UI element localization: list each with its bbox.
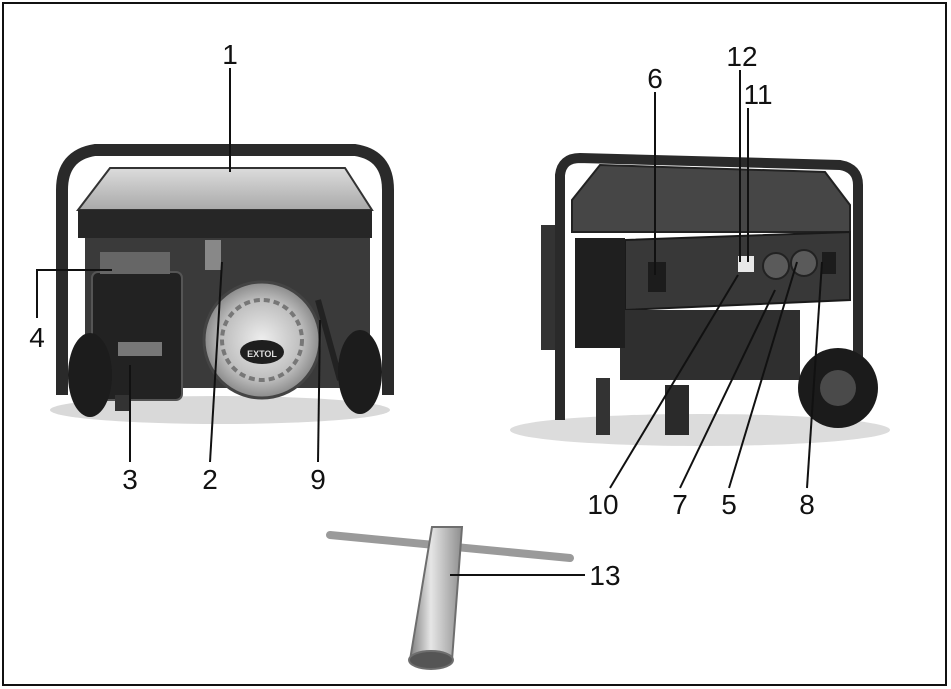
callout-labels: 1 2 3 4 5 6 7 8 9 10 11 12 13 — [29, 39, 815, 591]
callout-8: 8 — [799, 489, 815, 520]
brand-badge-front — [240, 340, 284, 364]
panel-breaker — [822, 252, 836, 274]
leader-8 — [806, 261, 823, 489]
fuel-tank-right — [571, 163, 851, 233]
generator-angled-view — [510, 152, 890, 446]
leader-10 — [609, 274, 739, 489]
callout-7: 7 — [672, 489, 688, 520]
fuel-tank — [75, 167, 374, 211]
leader-4 — [36, 269, 112, 318]
tank-crossbar — [78, 210, 372, 238]
frame-tube-right — [555, 152, 863, 420]
ground-shadow — [50, 396, 390, 424]
recoil-starter-cable — [315, 299, 343, 381]
wrench-socket-end — [408, 650, 454, 670]
callout-10: 10 — [587, 489, 618, 520]
air-filter-right — [575, 238, 625, 348]
panel-switch — [648, 262, 666, 292]
leader-7 — [679, 289, 776, 489]
callout-6: 6 — [647, 63, 663, 94]
carburettor — [100, 252, 170, 274]
choke-lever — [205, 240, 221, 270]
fan-grille — [220, 298, 304, 382]
panel-indicator — [738, 256, 754, 272]
wheel-left — [68, 333, 112, 417]
panel-socket-2 — [790, 249, 818, 277]
leader-5 — [728, 261, 798, 489]
panel-socket-1 — [762, 252, 790, 280]
callout-1: 1 — [222, 39, 238, 70]
callout-4: 4 — [29, 322, 45, 353]
wheel-right — [338, 330, 382, 414]
support-leg — [665, 385, 689, 435]
spark-plug-wrench — [326, 526, 574, 670]
callout-9: 9 — [310, 464, 326, 495]
callout-2: 2 — [202, 464, 218, 495]
leader-2 — [209, 261, 223, 463]
callout-13: 13 — [589, 560, 620, 591]
callout-5: 5 — [721, 489, 737, 520]
leader-lines — [36, 68, 823, 576]
frame-tube — [56, 144, 394, 395]
air-filter-label — [118, 342, 162, 356]
generator-front-view: EXTOL — [50, 144, 394, 424]
brand-badge-text: EXTOL — [247, 349, 277, 359]
callout-3: 3 — [122, 464, 138, 495]
callout-12: 12 — [726, 41, 757, 72]
wheel-hub — [820, 370, 856, 406]
leader-9 — [317, 319, 321, 463]
callout-11: 11 — [743, 79, 772, 110]
foot — [115, 395, 129, 411]
